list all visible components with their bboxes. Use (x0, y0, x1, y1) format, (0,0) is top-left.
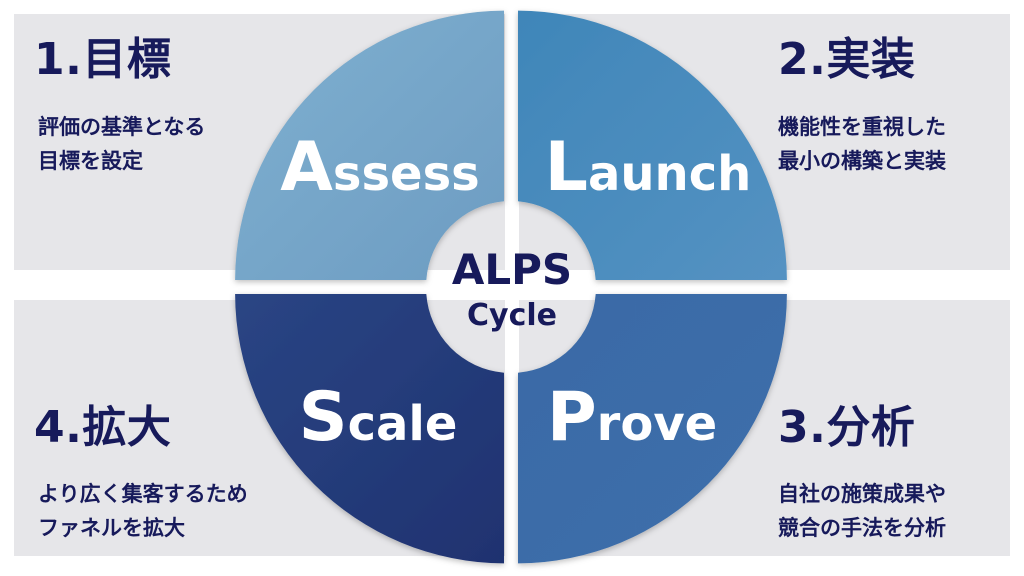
step-4-desc-line-2: ファネルを拡大 (38, 516, 185, 540)
word-assess: Assess (280, 128, 479, 207)
word-launch: Launch (545, 128, 752, 207)
step-2-desc-line-1: 機能性を重視した (778, 115, 946, 139)
step-1-title: 1.目標 (34, 34, 172, 85)
step-4-description: より広く集客するため ファネルを拡大 (38, 477, 248, 545)
step-2-desc-line-2: 最小の構築と実装 (778, 149, 946, 173)
quadrant-assess (235, 10, 504, 280)
step-3-desc-line-2: 競合の手法を分析 (778, 516, 946, 540)
center-label-alps: ALPS (452, 245, 572, 294)
word-scale: Scale (299, 378, 458, 457)
step-2-description: 機能性を重視した 最小の構築と実装 (778, 110, 946, 178)
step-1-description: 評価の基準となる 目標を設定 (38, 110, 205, 178)
quadrant-prove (518, 294, 787, 564)
step-1-desc-line-1: 評価の基準となる (38, 115, 206, 139)
step-3-desc-line-1: 自社の施策成果や (778, 482, 946, 506)
step-3-description: 自社の施策成果や 競合の手法を分析 (778, 477, 946, 545)
step-4-title: 4.拡大 (34, 402, 172, 453)
word-prove: Prove (547, 378, 717, 457)
step-4-desc-line-1: より広く集客するため (38, 482, 248, 506)
quadrant-scale (235, 294, 504, 564)
step-2-title: 2.実装 (778, 34, 916, 85)
step-3-title: 3.分析 (778, 402, 916, 453)
center-label-cycle: Cycle (467, 298, 557, 333)
step-1-desc-line-2: 目標を設定 (38, 149, 143, 173)
quadrant-launch (518, 10, 787, 280)
